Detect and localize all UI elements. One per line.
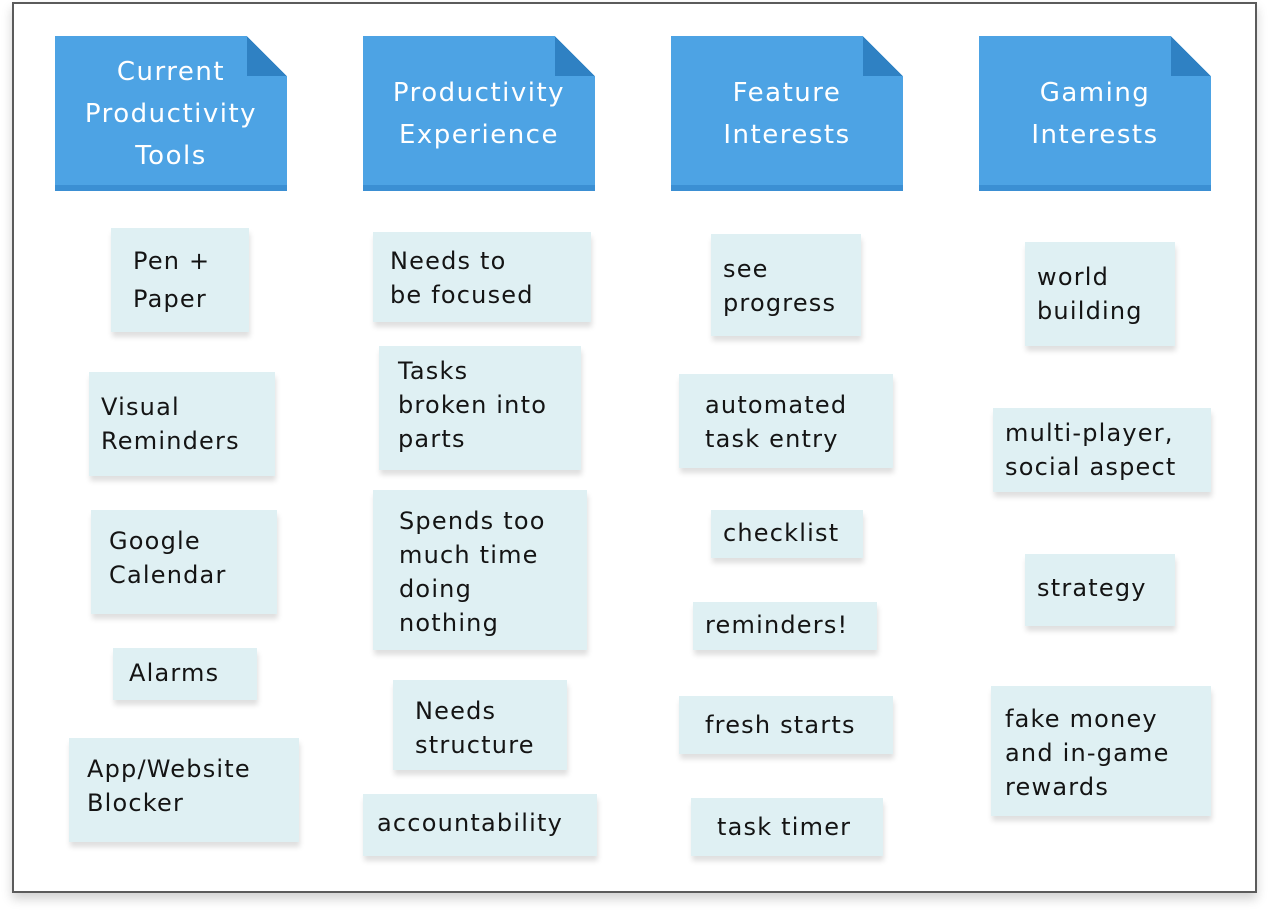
note-app-website-blocker: App/Website Blocker bbox=[69, 738, 299, 842]
header-label: Gaming Interests bbox=[1031, 77, 1159, 150]
header-current-productivity-tools: Current Productivity Tools bbox=[55, 36, 287, 191]
note-world-building: world building bbox=[1025, 242, 1175, 346]
note-needs-structure: Needs structure bbox=[393, 680, 567, 770]
note-pen-paper: Pen + Paper bbox=[111, 228, 249, 332]
note-alarms: Alarms bbox=[113, 648, 257, 700]
header-fold bbox=[555, 36, 595, 76]
note-visual-reminders: Visual Reminders bbox=[89, 372, 275, 476]
note-reminders: reminders! bbox=[693, 602, 877, 650]
note-task-timer: task timer bbox=[691, 798, 883, 856]
note-needs-focused: Needs to be focused bbox=[373, 232, 591, 322]
note-strategy: strategy bbox=[1025, 554, 1175, 626]
header-fold bbox=[247, 36, 287, 76]
header-feature-interests: Feature Interests bbox=[671, 36, 903, 191]
note-automated-task-entry: automated task entry bbox=[679, 374, 893, 468]
note-fake-money: fake money and in-game rewards bbox=[991, 686, 1211, 816]
note-spends-too-much-time: Spends too much time doing nothing bbox=[373, 490, 587, 650]
note-fresh-starts: fresh starts bbox=[679, 696, 893, 754]
header-gaming-interests: Gaming Interests bbox=[979, 36, 1211, 191]
header-fold bbox=[1171, 36, 1211, 76]
header-label: Productivity Experience bbox=[392, 77, 566, 150]
note-see-progress: see progress bbox=[711, 234, 861, 336]
header-productivity-experience: Productivity Experience bbox=[363, 36, 595, 191]
note-accountability: accountability bbox=[363, 794, 597, 856]
note-checklist: checklist bbox=[711, 510, 863, 558]
note-multi-player: multi-player, social aspect bbox=[993, 408, 1211, 492]
header-fold bbox=[863, 36, 903, 76]
note-google-calendar: Google Calendar bbox=[91, 510, 277, 614]
note-tasks-broken: Tasks broken into parts bbox=[379, 346, 581, 470]
header-label: Feature Interests bbox=[723, 77, 851, 150]
header-label: Current Productivity Tools bbox=[84, 56, 258, 171]
